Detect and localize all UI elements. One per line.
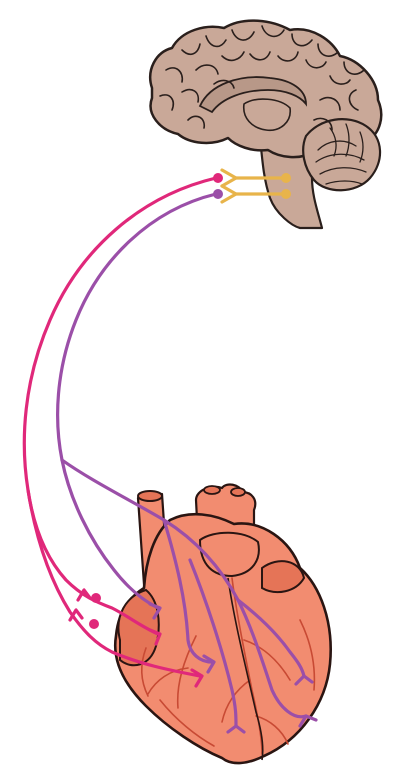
sympathetic-ganglion-2	[89, 619, 99, 629]
parasympathetic-origin	[213, 189, 223, 199]
aorta-opening	[138, 491, 162, 501]
brain-icon	[150, 21, 381, 228]
heart-icon	[115, 485, 330, 764]
sympathetic-origin	[213, 173, 223, 183]
right-atrium	[118, 590, 158, 665]
sympathetic-ganglion	[91, 593, 101, 603]
